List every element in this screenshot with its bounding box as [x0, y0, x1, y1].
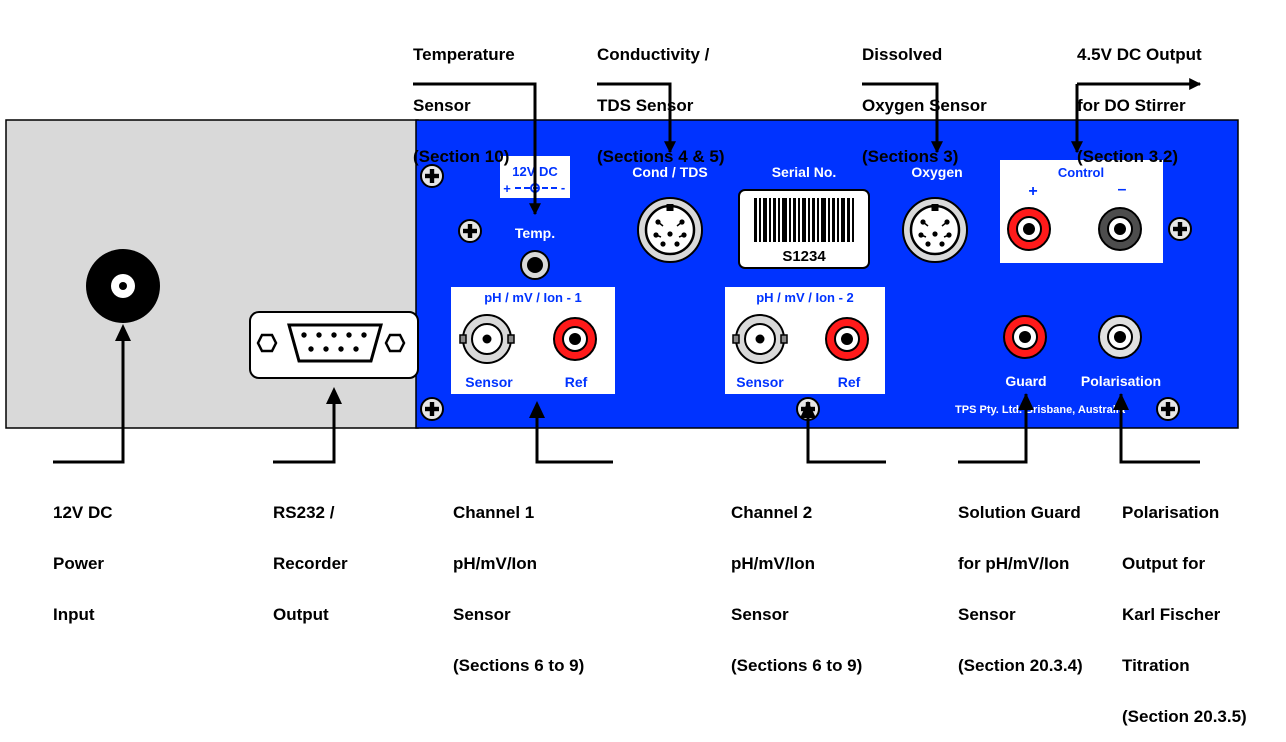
- ch1-ref-label: Ref: [565, 374, 588, 390]
- oxygen-sensor-callout: Dissolved Oxygen Sensor (Sections 3): [862, 12, 987, 182]
- temperature-sensor-callout: Temperature Sensor (Section 10): [413, 12, 515, 182]
- ch2-title: pH / mV / Ion - 2: [756, 290, 854, 305]
- temperature-socket: [520, 250, 550, 280]
- oxygen-din-socket: [901, 196, 969, 264]
- ch1-ref-socket: [553, 317, 597, 361]
- callout-line: (Sections 3): [862, 147, 959, 166]
- callout-line: Recorder: [273, 554, 348, 573]
- control-label: Control: [1058, 165, 1104, 180]
- bottom-arrowheads: [115, 324, 1129, 418]
- power-socket: [86, 249, 160, 323]
- polarisation-output-callout: Polarisation Output for Karl Fischer Tit…: [1122, 470, 1247, 742]
- callout-line: Input: [53, 605, 95, 624]
- callout-line: Sensor: [731, 605, 789, 624]
- callout-line: Titration: [1122, 656, 1190, 675]
- temp-label: Temp.: [515, 225, 555, 241]
- rs232-connector: [249, 311, 419, 379]
- control-plus-socket: [1007, 207, 1051, 251]
- channel1-box: pH / mV / Ion - 1 Sensor Ref: [451, 287, 615, 394]
- conductivity-sensor-callout: Conductivity / TDS Sensor (Sections 4 & …: [597, 12, 725, 182]
- callout-line: Sensor: [958, 605, 1016, 624]
- callout-line: TDS Sensor: [597, 96, 694, 115]
- callout-line: pH/mV/Ion: [453, 554, 538, 573]
- ch2-sensor-label: Sensor: [736, 374, 784, 390]
- callout-line: Sensor: [453, 605, 511, 624]
- stirrer-output-callout: 4.5V DC Output for DO Stirrer (Section 3…: [1077, 12, 1202, 182]
- callout-line: Conductivity /: [597, 45, 710, 64]
- callout-line: Power: [53, 554, 105, 573]
- callout-line: RS232 /: [273, 503, 335, 522]
- callout-line: (Sections 4 & 5): [597, 147, 725, 166]
- instrument-rear-panel-diagram: 12V DC + - Temp. Cond / TDS Serial No. S…: [5, 78, 1239, 464]
- callout-line: Temperature: [413, 45, 515, 64]
- screw-icon: [420, 397, 444, 421]
- callout-line: Karl Fischer: [1122, 605, 1221, 624]
- solution-guard-callout: Solution Guard for pH/mV/Ion Sensor (Sec…: [958, 470, 1083, 691]
- power-input-callout: 12V DC Power Input: [53, 470, 113, 640]
- guard-label: Guard: [1005, 373, 1046, 389]
- serial-number: S1234: [782, 248, 826, 265]
- callout-line: (Sections 6 to 9): [453, 656, 585, 675]
- callout-line: (Section 20.3.4): [958, 656, 1083, 675]
- channel2-callout: Channel 2 pH/mV/Ion Sensor (Sections 6 t…: [731, 470, 862, 691]
- guard-socket: [1003, 315, 1047, 359]
- callout-line: Output: [273, 605, 329, 624]
- callout-line: Channel 2: [731, 503, 813, 522]
- callout-line: Solution Guard: [958, 503, 1081, 522]
- polarity-minus: -: [561, 180, 565, 195]
- ch1-sensor-label: Sensor: [465, 374, 513, 390]
- ch2-ref-socket: [825, 317, 869, 361]
- control-output-box: Control + –: [1000, 160, 1163, 263]
- serial-label: Serial No.: [772, 164, 837, 180]
- callout-line: (Section 3.2): [1077, 147, 1179, 166]
- channel2-box: pH / mV / Ion - 2 Sensor Ref: [725, 287, 885, 394]
- callout-line: Polarisation: [1122, 503, 1220, 522]
- polarisation-socket: [1098, 315, 1142, 359]
- screw-icon: [1156, 397, 1180, 421]
- serial-barcode-label: S1234: [738, 189, 870, 269]
- callout-line: Channel 1: [453, 503, 535, 522]
- callout-line: pH/mV/Ion: [731, 554, 816, 573]
- maker-text: TPS Pty. Ltd. Brisbane, Australia: [955, 404, 1126, 416]
- bottom-leader-lines: [53, 330, 1200, 464]
- callout-line: (Sections 6 to 9): [731, 656, 863, 675]
- callout-line: 4.5V DC Output: [1077, 45, 1202, 64]
- control-minus-socket: [1098, 207, 1142, 251]
- callout-line: Output for: [1122, 554, 1206, 573]
- screw-icon: [458, 219, 482, 243]
- rs232-output-callout: RS232 / Recorder Output: [273, 470, 348, 640]
- cond-label: Cond / TDS: [632, 164, 707, 180]
- callout-line: for DO Stirrer: [1077, 96, 1186, 115]
- channel1-callout: Channel 1 pH/mV/Ion Sensor (Sections 6 t…: [453, 470, 584, 691]
- callout-line: for pH/mV/Ion: [958, 554, 1070, 573]
- oxygen-label: Oxygen: [911, 164, 962, 180]
- callout-line: (Section 10): [413, 147, 510, 166]
- top-leader-lines: [413, 78, 1202, 216]
- polarity-plus: +: [503, 181, 511, 196]
- screw-icon: [1168, 217, 1192, 241]
- callout-line: Dissolved: [862, 45, 943, 64]
- control-minus: –: [1118, 181, 1127, 198]
- ch1-title: pH / mV / Ion - 1: [484, 290, 582, 305]
- callout-line: Sensor: [413, 96, 471, 115]
- callout-line: (Section 20.3.5): [1122, 707, 1247, 726]
- grey-panel-section: [5, 119, 419, 429]
- conductivity-din-socket: [636, 196, 704, 264]
- control-plus: +: [1028, 183, 1037, 200]
- polarisation-label: Polarisation: [1081, 373, 1161, 389]
- callout-line: Oxygen Sensor: [862, 96, 987, 115]
- ch2-ref-label: Ref: [838, 374, 861, 390]
- callout-line: 12V DC: [53, 503, 113, 522]
